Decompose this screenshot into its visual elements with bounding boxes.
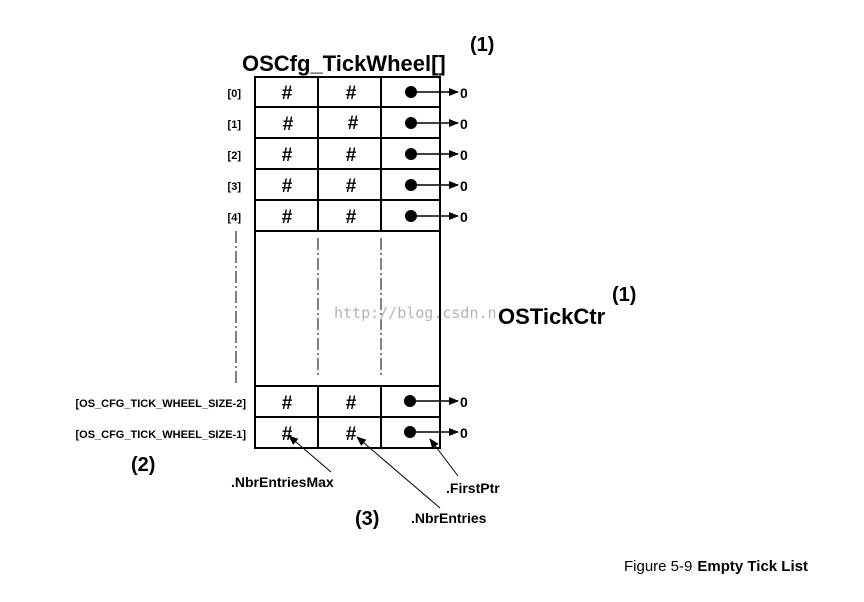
null-value: 0 [460,85,468,101]
pointer-dot [405,86,417,98]
row-index-label: [OS_CFG_TICK_WHEEL_SIZE-1] [75,429,246,441]
tick-counter-label: OSTickCtr [498,304,606,329]
entries-callout-arrow [356,436,441,509]
row-index-label: [3] [228,181,242,193]
entries-cell: # [346,393,357,414]
null-value: 0 [460,209,468,225]
entries-max-cell: # [282,83,293,104]
null-value: 0 [460,394,468,410]
top-row-1: [1] # # 0 [228,106,468,139]
table-title: OSCfg_TickWheel[] [242,51,446,76]
pointer-dot [405,210,417,222]
entries-max-callout-arrow [288,435,332,473]
pointer-dot [405,179,417,191]
entries-max-cell: # [282,145,293,166]
entries-max-cell: # [282,424,293,445]
tick-counter-note: (1) [612,284,636,306]
top-row-4: [4] # # 0 [228,199,468,232]
entries-cell: # [346,145,357,166]
entries-max-cell: # [282,393,293,414]
entries-max-cell: # [283,114,294,135]
caption-title: Empty Tick List [697,558,808,575]
pointer-dot [405,117,417,129]
null-value: 0 [460,425,468,441]
index-note: (2) [131,454,155,476]
bottom-row-size-2: [OS_CFG_TICK_WHEEL_SIZE-2] # # 0 [75,385,468,418]
caption-prefix: Figure 5-9 [624,558,692,575]
row-index-label: [0] [228,88,242,100]
entries-cell: # [346,207,357,228]
null-value: 0 [460,147,468,163]
entries-max-cell: # [282,176,293,197]
entries-cell: # [348,113,359,134]
pointer-dot [404,395,416,407]
entries-cell: # [346,176,357,197]
entries-label: .NbrEntries [411,510,487,526]
null-value: 0 [460,116,468,132]
entries-cell: # [346,83,357,104]
row-index-label: [OS_CFG_TICK_WHEEL_SIZE-2] [75,398,246,410]
null-value: 0 [460,178,468,194]
top-row-2: [2] # # 0 [228,137,468,170]
first-ptr-label: .FirstPtr [446,480,500,496]
elided-rows-gap [235,231,382,386]
pointer-dot [405,148,417,160]
watermark-text: http://blog.csdn.n [334,304,497,322]
title-note: (1) [470,34,494,56]
top-row-0: [0] # # 0 [228,76,468,108]
bottom-row-size-1: [OS_CFG_TICK_WHEEL_SIZE-1] # # 0 [75,416,468,449]
top-row-3: [3] # # 0 [228,168,468,201]
row-index-label: [4] [228,212,242,224]
entries-max-cell: # [282,207,293,228]
field-note: (3) [355,508,379,530]
pointer-dot [404,426,416,438]
row-index-label: [2] [228,150,242,162]
row-index-label: [1] [228,119,242,131]
entries-max-label: .NbrEntriesMax [231,474,334,490]
figure-caption: Figure 5-9 Empty Tick List [624,558,808,575]
first-ptr-callout-arrow [429,438,459,477]
entries-cell: # [346,424,357,445]
